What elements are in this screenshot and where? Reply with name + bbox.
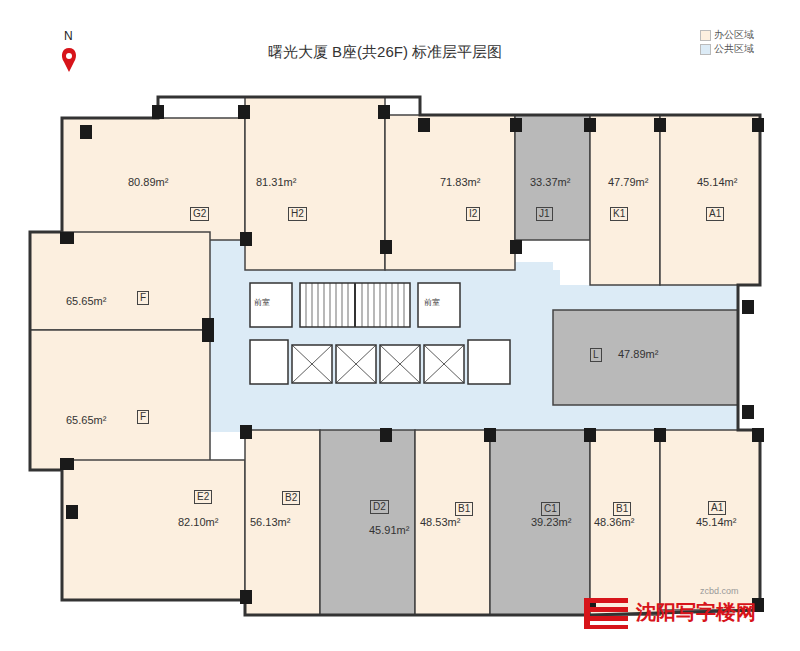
unit-fill (590, 115, 660, 285)
legend-swatch (700, 30, 711, 41)
office-unit: 80.89m² G2 (62, 118, 245, 240)
unit-fill (245, 430, 320, 615)
office-unit: 47.79m² K1 (590, 115, 660, 285)
watermark-text: 沈阳写字楼网 (636, 601, 756, 624)
core (250, 283, 510, 384)
unit-area: 65.65m² (66, 295, 106, 308)
room-label: 前室 (254, 298, 270, 307)
office-unit: 56.13m² B2 (245, 430, 320, 615)
room-label: 前室 (424, 298, 440, 307)
watermark-url: zcbd.com (700, 586, 739, 596)
unit-code: D2 (370, 500, 389, 514)
unit-code: F (137, 410, 149, 424)
unit-code: E2 (194, 490, 212, 504)
watermark-logo (584, 598, 628, 629)
unit-area: 39.23m² (531, 516, 571, 529)
unit-area: 65.65m² (66, 414, 106, 427)
unit-fill (62, 118, 245, 240)
unit-area: 81.31m² (256, 176, 296, 189)
north-label: N (64, 30, 73, 44)
unit-fill (30, 232, 210, 330)
office-unit: 71.83m² I2 (385, 115, 515, 270)
unit-fill (590, 430, 660, 615)
unit-code: J1 (536, 207, 553, 221)
unit-code: C1 (541, 502, 560, 516)
office-unit: 45.14m² A1 (660, 115, 760, 285)
unit-fill (660, 115, 760, 285)
unit-code: B1 (455, 502, 473, 516)
unit-code: F (137, 291, 149, 305)
plan-title: 曙光大厦 B座(共26F) 标准层平层图 (0, 43, 770, 60)
unit-fill (415, 430, 490, 615)
unit-area: 45.14m² (696, 516, 736, 529)
unit-code: A1 (708, 501, 726, 515)
unit-fill (320, 430, 415, 615)
unit-fill (62, 460, 245, 600)
unit-fill (490, 430, 590, 615)
office-unit: 82.10m² E2 (62, 460, 245, 600)
office-unit: 39.23m²C1 (490, 430, 590, 615)
office-unit: 45.14m²A1 (660, 430, 760, 610)
unit-area: 56.13m² (250, 516, 290, 529)
north-arrow (62, 48, 76, 72)
unit-code: A1 (706, 207, 724, 221)
unit-code: L (590, 348, 602, 362)
unit-fill (30, 330, 210, 470)
unit-code: B2 (282, 491, 300, 505)
legend-text: 办公区域 (714, 29, 754, 41)
legend-swatch (700, 44, 711, 55)
unit-fill (553, 310, 738, 405)
office-unit: 48.36m²B1 (590, 430, 660, 615)
unit-code: I2 (466, 207, 480, 221)
unit-area: 82.10m² (178, 516, 218, 529)
legend-text: 公共区域 (714, 43, 754, 55)
office-unit: 33.37m² J1 (515, 115, 590, 240)
unit-area: 48.53m² (420, 516, 460, 529)
office-unit: 81.31m² H2 (245, 97, 385, 270)
office-unit: 45.91m² D2 (320, 430, 415, 615)
unit-fill (245, 97, 385, 270)
office-unit: 48.53m²B1 (415, 430, 490, 615)
unit-fill (660, 430, 760, 610)
unit-fills (30, 97, 760, 615)
office-unit: 47.89m² L (553, 310, 738, 405)
unit-area: 80.89m² (128, 176, 168, 189)
unit-fill (385, 115, 515, 270)
unit-area: 71.83m² (440, 176, 480, 189)
office-unit: 65.65m² F (30, 330, 210, 470)
unit-area: 45.91m² (369, 524, 409, 537)
unit-area: 47.89m² (618, 348, 658, 361)
unit-code: G2 (190, 207, 209, 221)
unit-code: B1 (613, 502, 631, 516)
unit-code: H2 (288, 207, 307, 221)
outer-wall (30, 97, 760, 615)
unit-area: 48.36m² (594, 516, 634, 529)
unit-area: 47.79m² (608, 176, 648, 189)
unit-fill (515, 115, 590, 240)
unit-area: 33.37m² (530, 176, 570, 189)
columns (60, 105, 764, 612)
unit-code: K1 (610, 207, 628, 221)
unit-area: 45.14m² (697, 176, 737, 189)
office-unit: 65.65m² F (30, 232, 210, 330)
